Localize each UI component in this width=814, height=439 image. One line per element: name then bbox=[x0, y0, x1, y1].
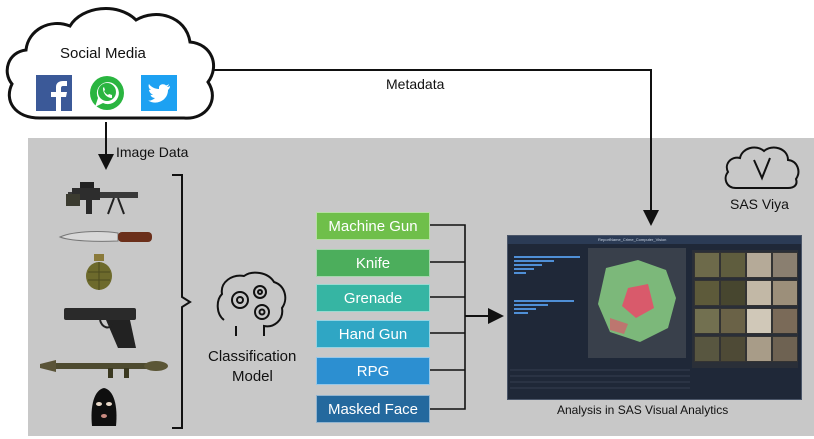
dashboard-header: ReportName_Crime_Computer_Vision bbox=[508, 236, 801, 244]
grenade-image bbox=[86, 254, 112, 290]
class-machine-gun: Machine Gun bbox=[316, 212, 430, 240]
machine-gun-image bbox=[66, 182, 138, 215]
masked-face-image bbox=[91, 388, 117, 426]
model-label-line2: Model bbox=[232, 368, 273, 385]
class-knife: Knife bbox=[316, 249, 430, 277]
class-rpg: RPG bbox=[316, 357, 430, 385]
sas-viya-cloud-icon bbox=[724, 146, 800, 189]
metadata-arrow bbox=[213, 69, 659, 226]
dashboard-map bbox=[588, 248, 686, 358]
analysis-caption: Analysis in SAS Visual Analytics bbox=[557, 403, 729, 417]
class-hand-gun: Hand Gun bbox=[316, 320, 430, 348]
dashboard-image-grid bbox=[692, 250, 798, 368]
model-label-line1: Classification bbox=[208, 348, 297, 365]
metadata-label: Metadata bbox=[386, 76, 445, 92]
dashboard-bar-charts bbox=[514, 256, 580, 314]
whatsapp-icon bbox=[90, 76, 124, 110]
image-brace bbox=[172, 174, 192, 429]
hand-gun-image bbox=[64, 308, 136, 348]
sas-viya-label: SAS Viya bbox=[730, 196, 789, 212]
rpg-image bbox=[40, 360, 168, 378]
knife-image bbox=[58, 231, 152, 242]
facebook-icon bbox=[36, 75, 72, 111]
image-data-label: Image Data bbox=[116, 144, 189, 160]
dashboard-title: ReportName_Crime_Computer_Vision bbox=[598, 237, 667, 242]
sas-visual-analytics-dashboard: ReportName_Crime_Computer_Vision bbox=[507, 235, 802, 400]
class-masked-face: Masked Face bbox=[316, 395, 430, 423]
dashboard-table bbox=[510, 366, 690, 396]
twitter-icon bbox=[141, 75, 177, 111]
classification-model-icon bbox=[216, 271, 287, 336]
class-connectors bbox=[429, 224, 466, 410]
social-media-title: Social Media bbox=[60, 45, 146, 62]
class-grenade: Grenade bbox=[316, 284, 430, 312]
